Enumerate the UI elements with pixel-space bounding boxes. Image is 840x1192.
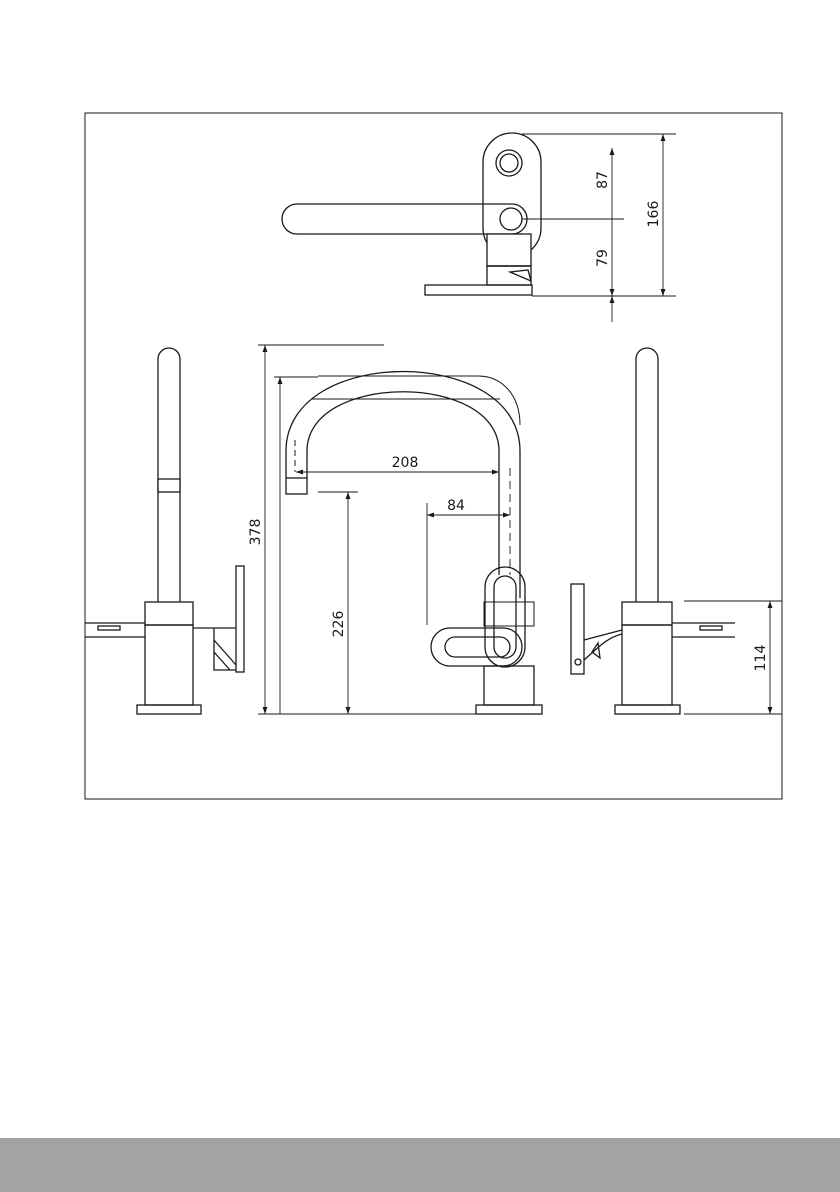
- top-view: [282, 133, 541, 295]
- right-side-view: [571, 348, 735, 714]
- dim-label-84: 84: [447, 498, 465, 514]
- left-side-view: [85, 348, 244, 714]
- dim-label-114: 114: [753, 645, 769, 672]
- dim-label-87: 87: [595, 171, 611, 189]
- front-view: [286, 372, 542, 715]
- dim-label-226: 226: [331, 611, 347, 638]
- front-view-dimensions: [258, 345, 510, 714]
- dim-label-378: 378: [248, 519, 264, 546]
- dim-label-79: 79: [595, 249, 611, 267]
- footer-bar: [0, 1138, 840, 1192]
- dim-label-166: 166: [646, 201, 662, 228]
- drawing-frame: [85, 113, 782, 799]
- dim-label-208: 208: [392, 455, 419, 471]
